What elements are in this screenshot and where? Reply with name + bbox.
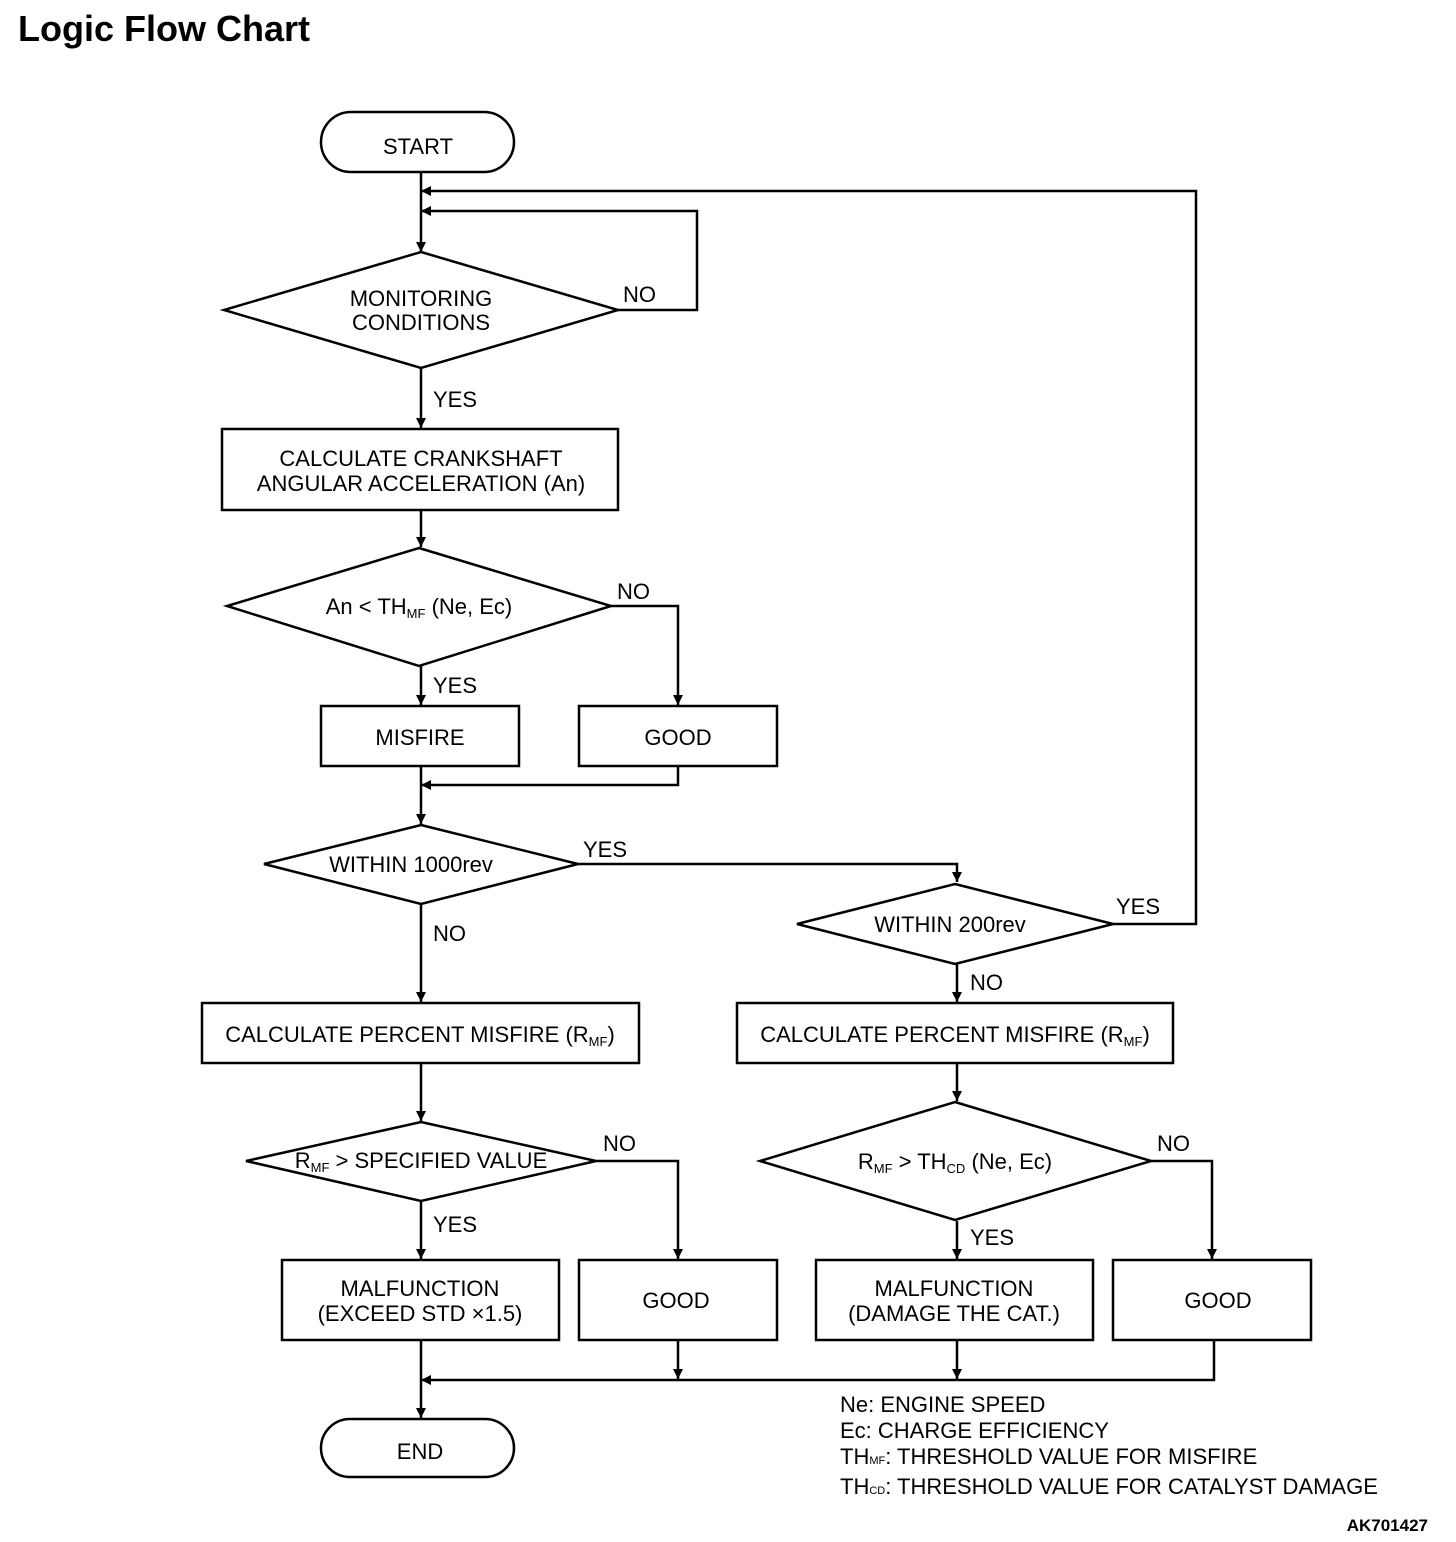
misfire-label: MISFIRE [375,725,464,750]
within200-no-label: NO [970,970,1003,995]
edge-rmfspec-no [596,1159,683,1259]
good-label-3: GOOD [1184,1288,1251,1313]
rmfspec-no-label: NO [603,1131,636,1156]
rmf-specified-decision [245,1120,597,1203]
start-label: START [383,134,453,159]
an-yes-label: YES [433,673,477,698]
good-process-3 [1111,1258,1313,1342]
page-title: Logic Flow Chart [18,8,310,49]
edge-an-no [611,604,683,705]
good-label-1: GOOD [644,725,711,750]
calc-crank-label-1: CALCULATE CRANKSHAFT [279,446,562,471]
within200-yes-label: YES [1116,894,1160,919]
end-terminal [319,1417,516,1479]
calc-percent-misfire-right-label: CALCULATE PERCENT MISFIRE (RMF) [760,1022,1150,1049]
edge-within200-yes-loop [421,186,1198,926]
calc-percent-misfire-right [735,1001,1175,1065]
edge-rmfthcd-no [1151,1159,1217,1259]
good-process-2 [577,1258,779,1342]
abbreviation-legend: Ne: ENGINE SPEED Ec: CHARGE EFFICIENCY T… [840,1392,1378,1504]
within-1000rev-label: WITHIN 1000rev [329,852,493,877]
calc-percent-misfire-left-label: CALCULATE PERCENT MISFIRE (RMF) [225,1022,615,1049]
edge-within1000-yes [578,862,962,882]
malfunction-damage-cat-label-2: (DAMAGE THE CAT.) [848,1301,1060,1326]
rmf-thcd-label: RMF > THCD (Ne, Ec) [858,1149,1052,1176]
rmf-specified-label: RMF > SPECIFIED VALUE [295,1148,548,1175]
connectors [416,172,1217,1418]
monitoring-label-1: MONITORING [350,286,493,311]
within1000-yes-label: YES [583,837,627,862]
rmfspec-yes-label: YES [433,1212,477,1237]
end-label: END [397,1439,443,1464]
malfunction-damage-cat-label-1: MALFUNCTION [875,1276,1034,1301]
diagram-code: AK701427 [1346,1516,1428,1535]
legend-thmf: THMF: THRESHOLD VALUE FOR MISFIRE [840,1444,1258,1469]
misfire-process [319,704,521,768]
malfunction-exceed-std [280,1258,561,1342]
edge-good3-merge [421,1340,1216,1385]
malfunction-damage-cat [814,1258,1095,1342]
within-1000rev-decision [263,823,579,906]
monitoring-yes-label: YES [433,387,477,412]
within-200rev-decision [796,882,1114,966]
rmfthcd-no-label: NO [1157,1131,1190,1156]
an-no-label: NO [617,579,650,604]
rmf-thcd-decision [755,1100,1156,1222]
calc-crank-process [220,427,620,512]
start-terminal [319,110,516,174]
malfunction-exceed-std-label-2: (EXCEED STD ×1.5) [318,1301,523,1326]
calc-crank-label-2: ANGULAR ACCELERATION (An) [257,471,585,496]
calc-percent-misfire-left [200,1001,641,1065]
rmfthcd-yes-label: YES [970,1225,1014,1250]
edge-good1-merge [421,766,680,790]
legend-ec: Ec: CHARGE EFFICIENCY [840,1418,1109,1443]
malfunction-exceed-std-label-1: MALFUNCTION [341,1276,500,1301]
good-process-1 [577,704,779,768]
monitoring-no-label: NO [623,282,656,307]
monitoring-decision [219,250,623,370]
an-threshold-label: An < THMF (Ne, Ec) [326,594,513,621]
monitoring-label-2: CONDITIONS [352,310,490,335]
within-200rev-label: WITHIN 200rev [874,912,1026,937]
legend-ne: Ne: ENGINE SPEED [840,1392,1046,1417]
within1000-no-label: NO [433,921,466,946]
legend-thcd: THCD: THRESHOLD VALUE FOR CATALYST DAMAG… [840,1474,1378,1499]
an-threshold-decision [222,546,616,668]
edge-monitoring-no-loop [421,206,699,312]
good-label-2: GOOD [642,1288,709,1313]
